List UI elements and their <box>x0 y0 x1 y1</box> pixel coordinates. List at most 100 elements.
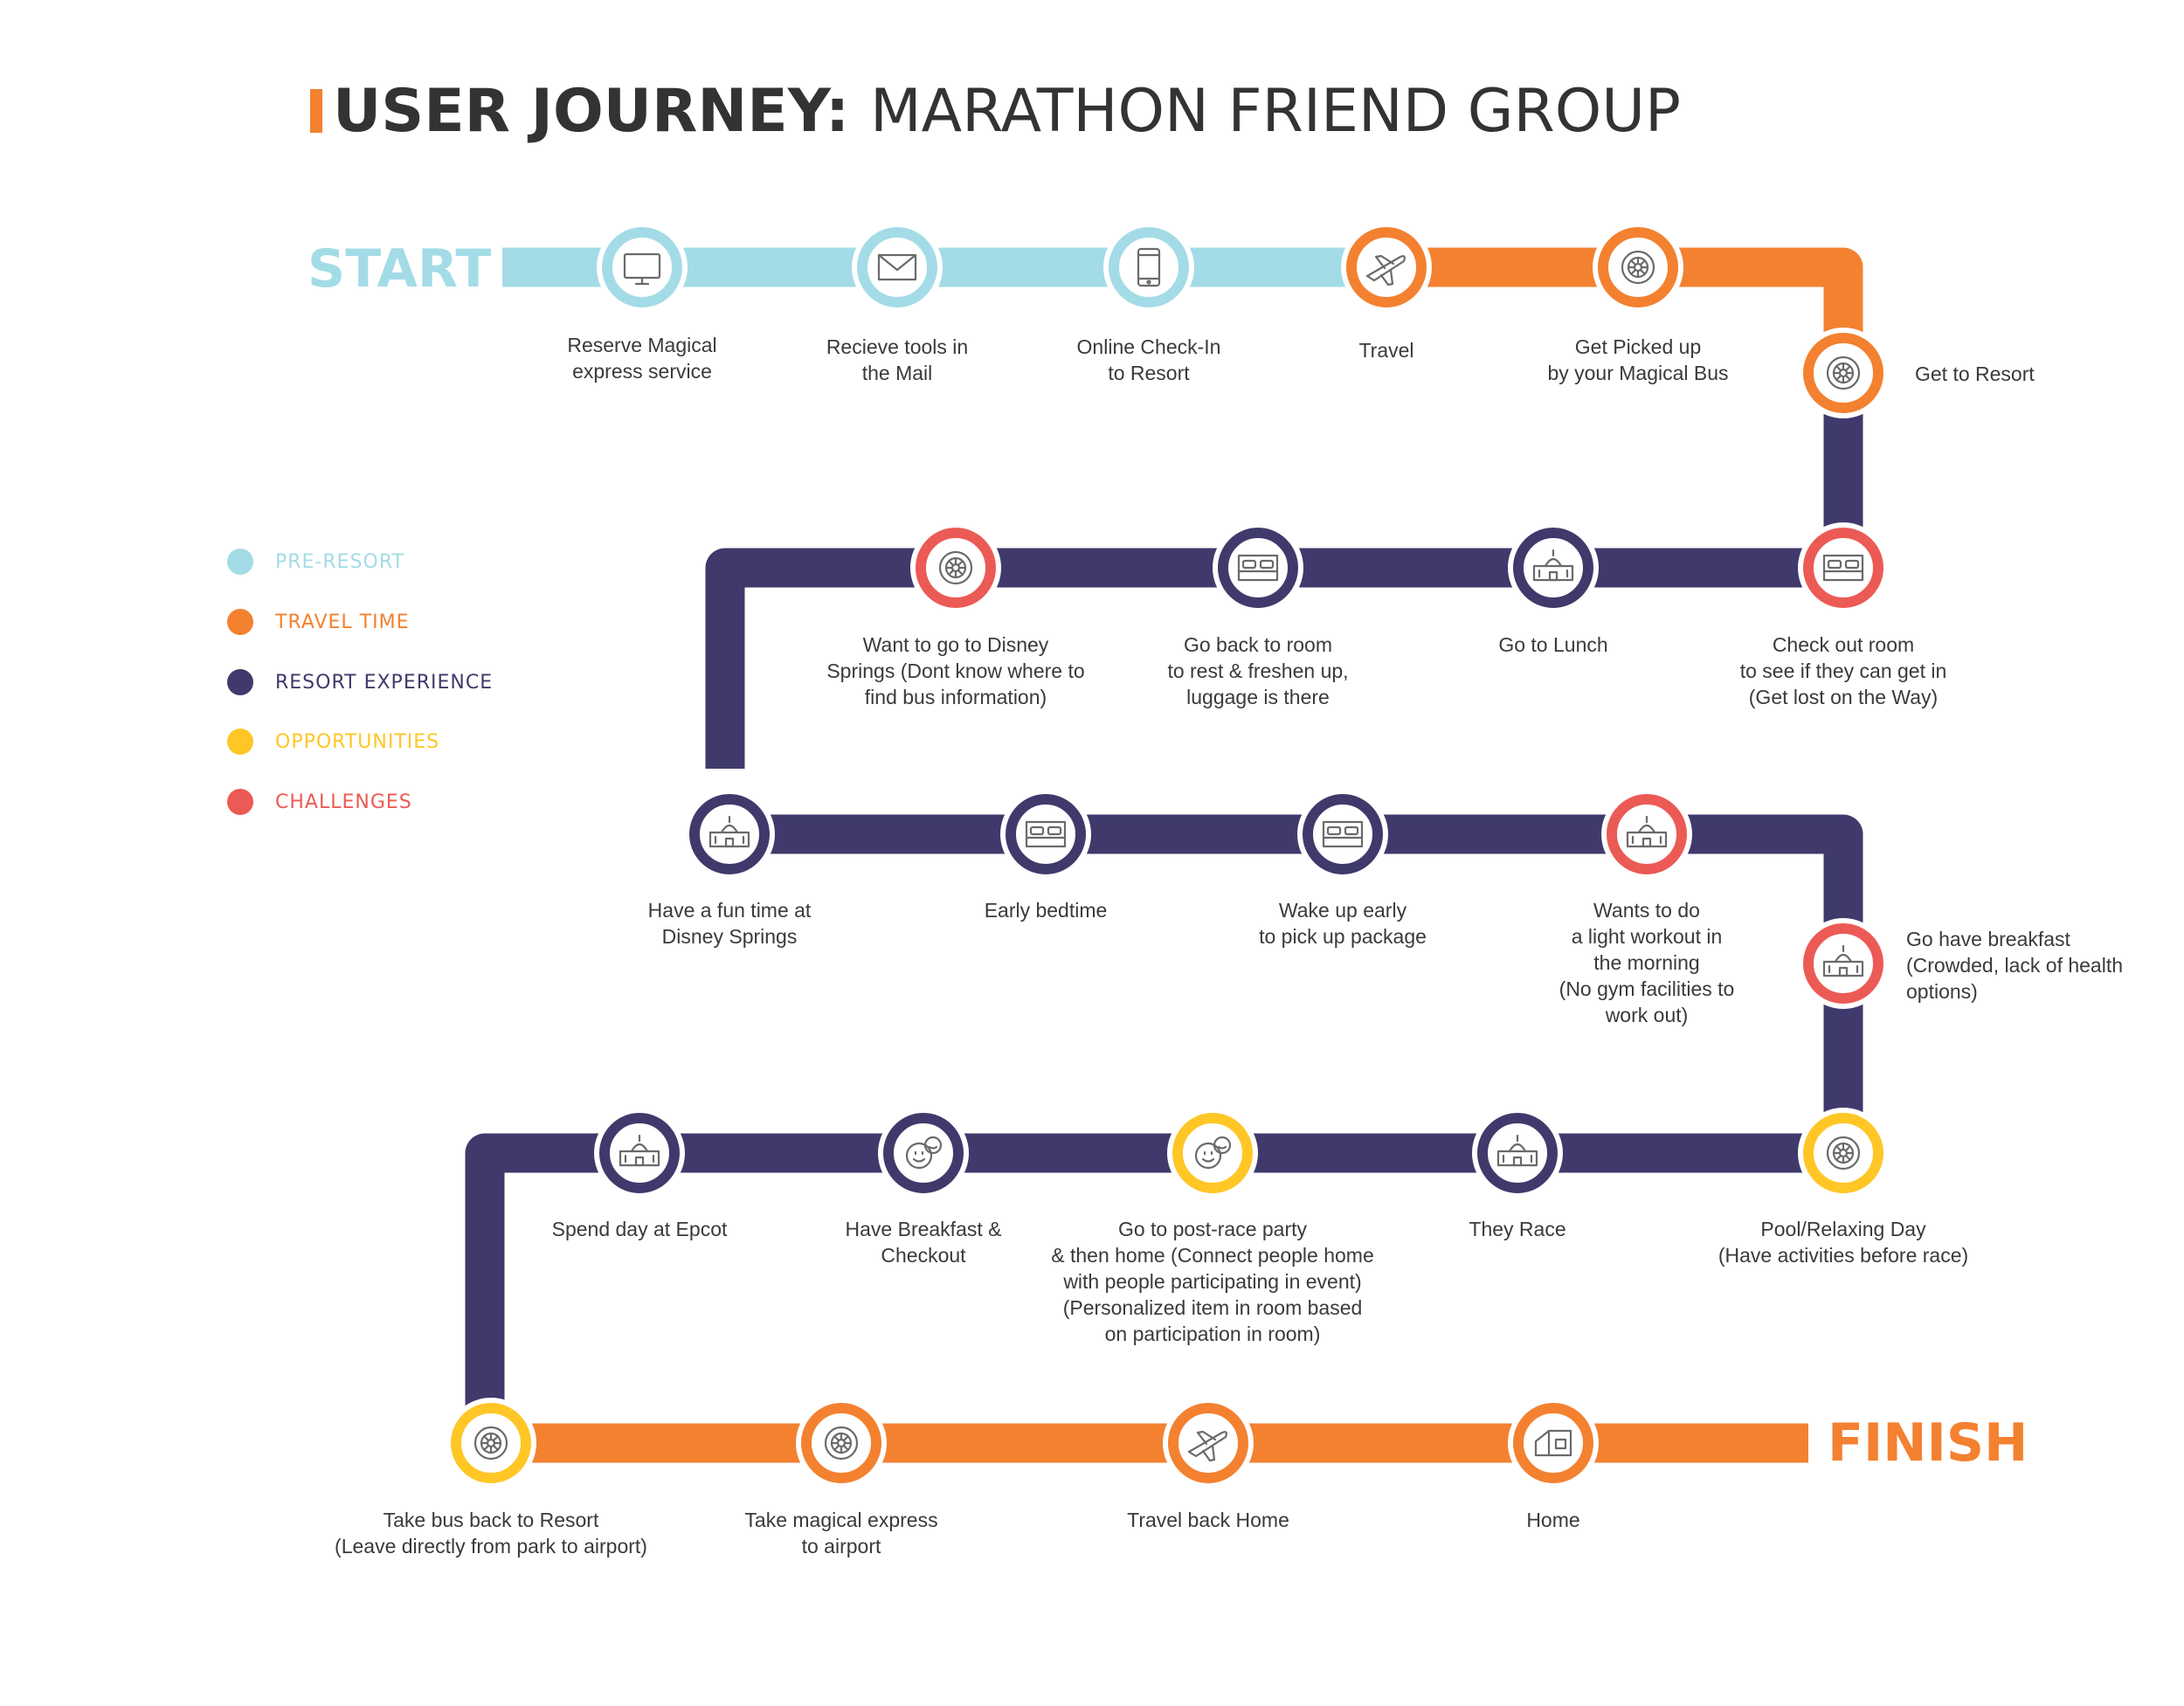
step-label: Go have breakfast (Crowded, lack of heal… <box>1906 928 2124 1003</box>
phone-icon <box>1137 247 1161 287</box>
step-label: Have Breakfast & Checkout <box>845 1218 1002 1267</box>
wheel-icon <box>473 1426 508 1461</box>
journey-nodes <box>446 222 1889 1488</box>
step-node-ring <box>1803 1113 1883 1193</box>
bed-icon <box>1822 554 1864 582</box>
journey-step <box>597 222 688 313</box>
legend-item: CHALLENGES <box>227 789 412 815</box>
step-node-ring <box>857 227 937 307</box>
plane-icon <box>1365 254 1406 287</box>
step-node-ring <box>1477 1113 1558 1193</box>
journey-step <box>1000 789 1091 880</box>
journey-step <box>1163 1398 1254 1488</box>
wheel-icon <box>824 1426 859 1461</box>
finish-tail <box>1738 1426 1808 1461</box>
step-node-ring <box>599 1113 680 1193</box>
start-label: START <box>308 238 492 300</box>
building-icon <box>708 815 750 848</box>
legend-label: OPPORTUNITIES <box>275 730 440 753</box>
journey-step <box>1798 918 1889 1009</box>
journey-step <box>1798 328 1889 418</box>
step-label: Want to go to Disney Springs (Dont know … <box>826 633 1085 708</box>
journey-step <box>1103 222 1194 313</box>
tv-icon <box>623 252 661 286</box>
wheel-icon <box>1826 356 1861 390</box>
legend-label: TRAVEL TIME <box>275 611 410 633</box>
journey-step <box>1341 222 1432 313</box>
step-node-ring <box>1346 227 1427 307</box>
faces-icon <box>905 1136 943 1170</box>
journey-step <box>910 522 1001 613</box>
step-label: Get Picked up by your Magical Bus <box>1547 335 1729 384</box>
legend-swatch <box>227 789 253 815</box>
legend-item: OPPORTUNITIES <box>227 729 439 755</box>
building-icon <box>1532 549 1574 582</box>
step-node-ring <box>1303 794 1383 874</box>
step-node-ring <box>1109 227 1189 307</box>
bed-icon <box>1025 820 1067 848</box>
journey-step <box>1601 789 1692 880</box>
legend-item: PRE-RESORT <box>227 549 404 575</box>
step-label: Get to Resort <box>1915 363 2035 385</box>
legend-swatch <box>227 669 253 695</box>
step-node-ring <box>1607 794 1687 874</box>
step-node-ring <box>1803 528 1883 608</box>
house-icon <box>1534 1429 1572 1457</box>
step-node-ring <box>689 794 770 874</box>
journey-step <box>1798 522 1889 613</box>
step-node-ring <box>1598 227 1678 307</box>
step-node-ring <box>1168 1403 1248 1483</box>
faces-icon <box>1194 1136 1232 1170</box>
bed-icon <box>1237 554 1279 582</box>
journey-step <box>684 789 775 880</box>
step-node-ring <box>1513 528 1593 608</box>
step-label: Go back to room to rest & freshen up, lu… <box>1167 633 1349 708</box>
step-label: Spend day at Epcot <box>551 1218 728 1240</box>
step-label: Home <box>1526 1509 1580 1531</box>
step-label: Online Check-In to Resort <box>1076 335 1221 384</box>
legend-swatch <box>227 609 253 635</box>
mail-icon <box>877 253 917 281</box>
journey-step <box>878 1108 969 1198</box>
building-icon <box>1626 815 1668 848</box>
journey-step <box>1213 522 1303 613</box>
step-label: Reserve Magical express service <box>567 334 717 383</box>
legend-label: RESORT EXPERIENCE <box>275 671 494 694</box>
building-icon <box>1822 944 1864 977</box>
step-label: Take magical express to airport <box>744 1509 938 1558</box>
step-label: Pool/Relaxing Day (Have activities befor… <box>1717 1218 1969 1267</box>
journey-step <box>1472 1108 1563 1198</box>
building-icon <box>619 1134 660 1167</box>
step-node-ring <box>1218 528 1298 608</box>
page-title: USER JOURNEY: MARATHON FRIEND GROUP <box>310 77 1681 147</box>
path-segment-2 <box>1345 247 1863 349</box>
title-bold: USER JOURNEY: <box>333 77 850 146</box>
bed-icon <box>1322 820 1364 848</box>
step-label: Travel <box>1358 339 1414 362</box>
step-node-ring <box>1803 923 1883 1004</box>
step-label: Take bus back to Resort (Leave directly … <box>335 1509 647 1558</box>
step-label: They Race <box>1469 1218 1566 1240</box>
wheel-icon <box>1826 1136 1861 1171</box>
journey-step <box>446 1398 536 1488</box>
step-label: Travel back Home <box>1127 1509 1289 1531</box>
journey-step <box>1798 1108 1889 1198</box>
step-label: Recieve tools in the Mail <box>826 335 969 384</box>
legend-swatch <box>227 549 253 575</box>
step-node-ring <box>602 227 682 307</box>
journey-step <box>1167 1108 1258 1198</box>
title-rest: MARATHON FRIEND GROUP <box>869 77 1681 146</box>
step-label: Go to post-race party & then home (Conne… <box>1051 1218 1374 1345</box>
legend-label: CHALLENGES <box>275 791 412 813</box>
journey-step <box>1297 789 1388 880</box>
title-accent-bar <box>310 89 322 133</box>
step-label: Have a fun time at Disney Springs <box>647 899 812 948</box>
legend-item: TRAVEL TIME <box>227 609 409 635</box>
step-node-ring <box>801 1403 881 1483</box>
journey-step <box>1593 222 1683 313</box>
journey-step <box>1508 522 1599 613</box>
wheel-icon <box>1621 250 1655 285</box>
step-node-ring <box>451 1403 531 1483</box>
wheel-icon <box>938 550 973 585</box>
